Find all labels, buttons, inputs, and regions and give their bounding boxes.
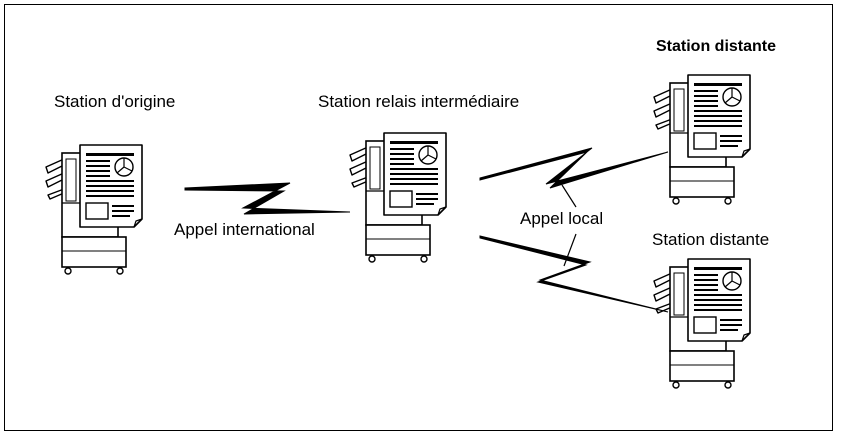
remote-top-fax-machine-icon <box>653 74 751 205</box>
international-call-link-icon <box>184 182 351 215</box>
local-call-link-top-icon <box>479 147 669 189</box>
local-call-link-bottom-icon <box>479 235 669 313</box>
local-call-leader-top <box>561 184 577 208</box>
relay-station-label: Station relais intermédiaire <box>318 92 520 111</box>
international-call-label: Appel international <box>174 220 315 240</box>
diagram-frame <box>4 4 833 431</box>
remote-station-top-label: Station distante <box>656 38 777 55</box>
origin-fax-machine-icon <box>45 144 143 275</box>
origin-station-label: Station d'origine <box>54 92 176 111</box>
local-call-label: Appel local <box>520 209 604 229</box>
relay-fax-machine-icon <box>349 132 447 263</box>
local-call-leader-bottom <box>563 233 577 267</box>
remote-station-bottom-label: Station distante <box>652 230 770 249</box>
remote-bottom-fax-machine-icon <box>653 258 751 389</box>
